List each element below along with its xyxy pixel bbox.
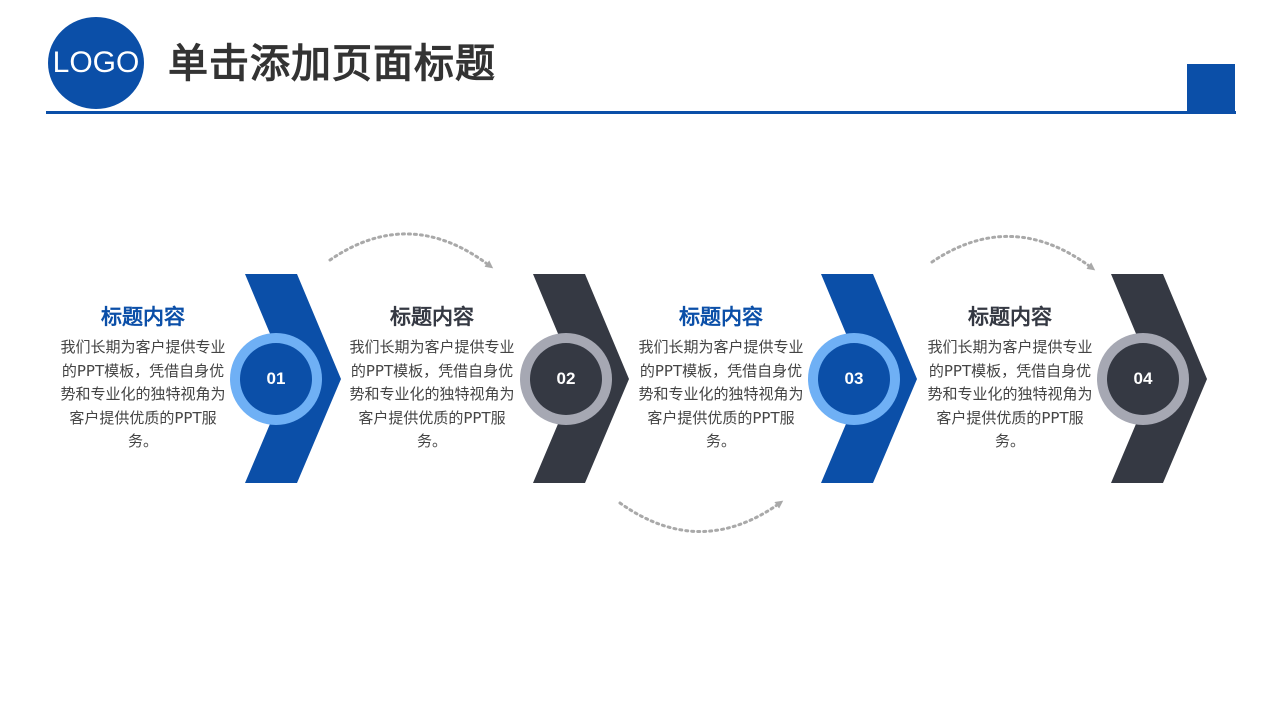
dotted-arc-2 [618,500,784,533]
logo: LOGO [48,17,144,109]
page-title: 单击添加页面标题 [168,41,496,87]
dotted-arc-1 [328,232,494,269]
step-number: 04 [1133,369,1153,388]
step-title: 标题内容 [101,305,185,329]
step-number: 03 [844,369,864,388]
step-1-inner-circle [240,343,312,415]
step-description: 我们长期为客户提供专业的PPT模板，凭借自身优势和专业化的独特视角为客户提供优质… [927,338,1093,450]
step-description: 我们长期为客户提供专业的PPT模板，凭借自身优势和专业化的独特视角为客户提供优质… [638,338,804,450]
step-title: 标题内容 [968,305,1052,329]
step-4-inner-circle [1107,343,1179,415]
step-2-inner-circle [530,343,602,415]
dotted-arc-3 [930,235,1096,271]
step-3-text: 标题内容 我们长期为客户提供专业的PPT模板，凭借自身优势和专业化的独特视角为客… [636,302,806,454]
step-number: 01 [266,369,286,388]
step-4-text: 标题内容 我们长期为客户提供专业的PPT模板，凭借自身优势和专业化的独特视角为客… [925,302,1095,454]
header-divider [46,111,1236,114]
step-2-text: 标题内容 我们长期为客户提供专业的PPT模板，凭借自身优势和专业化的独特视角为客… [347,302,517,454]
step-number: 02 [556,369,576,388]
corner-accent-block [1187,64,1235,112]
step-description: 我们长期为客户提供专业的PPT模板，凭借自身优势和专业化的独特视角为客户提供优质… [60,338,226,450]
step-3-inner-circle [818,343,890,415]
step-title: 标题内容 [679,305,763,329]
step-1-text: 标题内容 我们长期为客户提供专业的PPT模板，凭借自身优势和专业化的独特视角为客… [58,302,228,454]
step-description: 我们长期为客户提供专业的PPT模板，凭借自身优势和专业化的独特视角为客户提供优质… [349,338,515,450]
step-title: 标题内容 [390,305,474,329]
